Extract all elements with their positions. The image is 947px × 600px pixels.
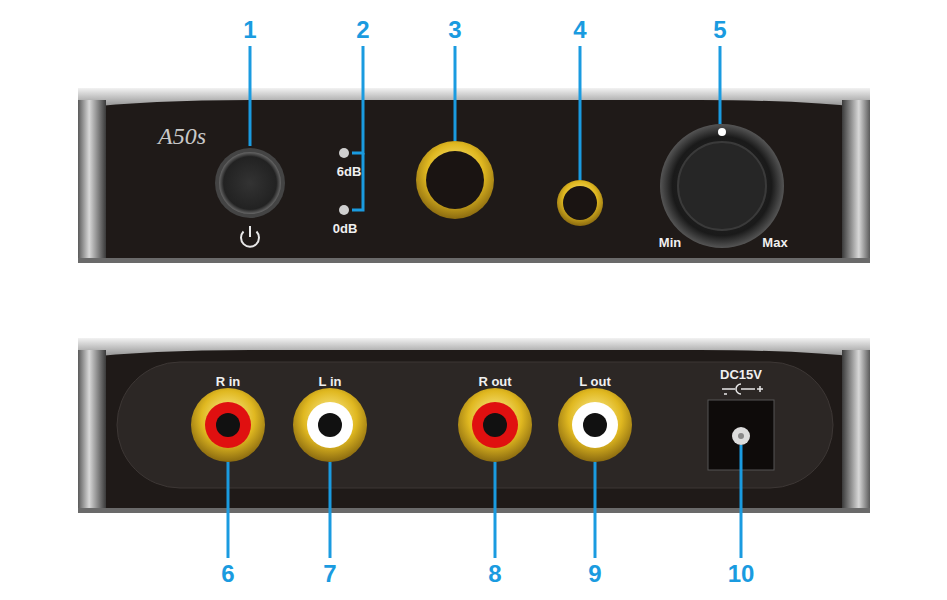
callout-number: 8 [488, 562, 501, 586]
knob-label: Min [659, 236, 681, 249]
port-label: R in [216, 375, 241, 388]
callout-number: 10 [728, 562, 755, 586]
port-label: L out [579, 375, 611, 388]
gain-label: 0dB [333, 222, 358, 235]
polarity-symbol [722, 384, 763, 394]
callout-number: 1 [243, 18, 256, 42]
gain-label: 6dB [337, 165, 362, 178]
callout-number: 2 [356, 18, 369, 42]
callout-number: 7 [323, 562, 336, 586]
port-label: L in [319, 375, 342, 388]
port-label: R out [478, 375, 511, 388]
callout-number: 9 [588, 562, 601, 586]
callout-number: 6 [221, 562, 234, 586]
callout-number: 4 [573, 18, 586, 42]
knob-label: Max [762, 236, 787, 249]
callout-number: 3 [448, 18, 461, 42]
leader-lines [228, 46, 741, 558]
model-name: A50s [158, 124, 206, 148]
port-label: DC15V [720, 368, 762, 381]
callout-number: 5 [713, 18, 726, 42]
